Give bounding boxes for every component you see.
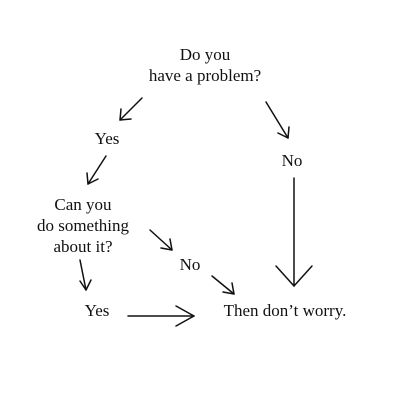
arrow-no2-to-result xyxy=(211,275,235,295)
answer-no-1: No xyxy=(281,151,303,170)
arrow-question1-to-yes1 xyxy=(119,97,143,121)
answer-no-2: No xyxy=(179,255,201,274)
answer-yes-1: Yes xyxy=(94,129,120,148)
arrow-yes1-to-question2 xyxy=(86,155,107,185)
arrow-question2-to-yes2 xyxy=(79,259,92,291)
question-2-line-3: about it? xyxy=(53,237,113,256)
arrow-question2-to-no2 xyxy=(149,229,173,251)
question-can-you-do-something: Can you do something about it? xyxy=(14,194,152,257)
question-2-line-1: Can you xyxy=(54,195,112,214)
answer-yes-2: Yes xyxy=(84,301,110,320)
arrow-question1-to-no1 xyxy=(265,101,290,139)
result-dont-worry: Then don’t worry. xyxy=(223,301,347,320)
question-1-line-2: have a problem? xyxy=(148,66,262,85)
arrow-no1-to-result xyxy=(275,177,313,287)
question-2-line-2: do something xyxy=(36,216,130,235)
question-have-a-problem: Do you have a problem? xyxy=(120,44,290,86)
question-1-line-1: Do you xyxy=(179,45,231,64)
arrow-yes2-to-result xyxy=(127,305,195,327)
